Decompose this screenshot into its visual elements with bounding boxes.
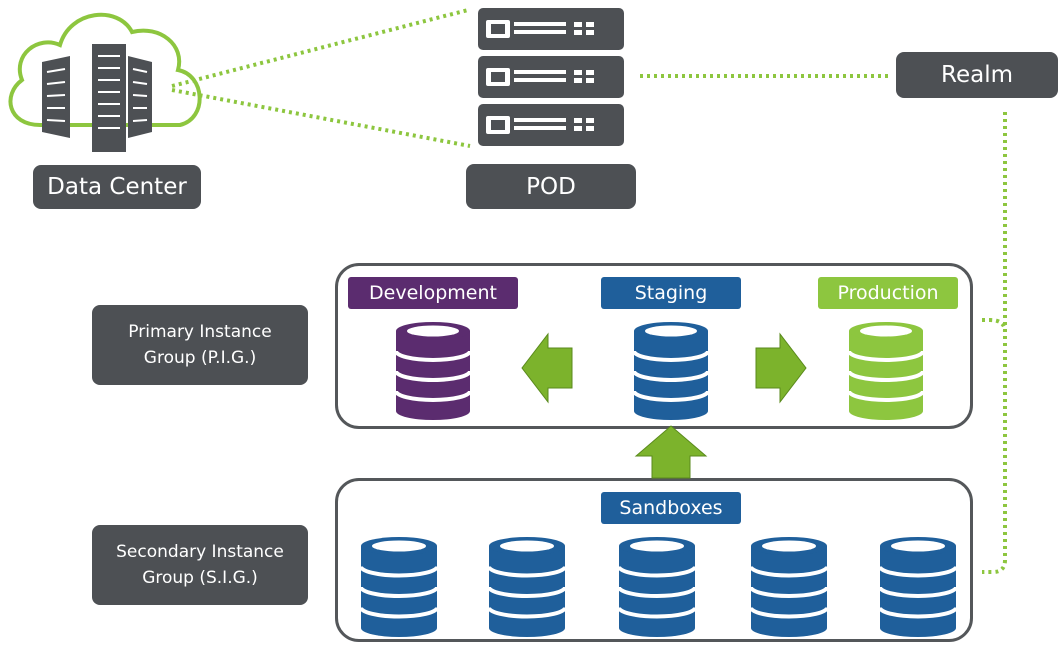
pig-label-line-1: Primary Instance xyxy=(128,322,272,342)
datacenter-pod-top-line xyxy=(171,8,469,88)
server-stack-icon xyxy=(478,8,624,146)
staging-tag-text: Staging xyxy=(634,282,708,304)
development-database-icon xyxy=(394,322,472,420)
datacenter-pod-bottom-line xyxy=(171,88,471,148)
staging-database-icon xyxy=(632,322,710,420)
production-tag-text: Production xyxy=(837,282,939,304)
sandbox-database-icon xyxy=(617,537,697,637)
arrow-icon xyxy=(521,332,573,404)
secondary-instance-group-label: Secondary Instance Group (S.I.G.) xyxy=(92,525,308,605)
realm-label-text: Realm xyxy=(941,62,1013,88)
sandbox-database-icon xyxy=(487,537,567,637)
production-tag: Production xyxy=(818,277,958,309)
staging-tag: Staging xyxy=(601,277,741,309)
realm-pig-line xyxy=(982,112,1007,574)
arrow-icon xyxy=(634,425,708,479)
sig-label-line-2: Group (S.I.G.) xyxy=(142,568,258,588)
pod-label-text: POD xyxy=(526,173,576,200)
pig-label-line-2: Group (P.I.G.) xyxy=(143,348,257,368)
sandboxes-tag: Sandboxes xyxy=(601,492,741,524)
realm-label: Realm xyxy=(896,52,1058,98)
arrow-icon xyxy=(755,332,807,404)
primary-instance-group-label: Primary Instance Group (P.I.G.) xyxy=(92,305,308,385)
sandboxes-tag-text: Sandboxes xyxy=(619,497,723,519)
pod-label: POD xyxy=(466,164,636,209)
cloud-server-rack-icon xyxy=(8,12,202,152)
sandbox-database-icon xyxy=(749,537,829,637)
development-tag-text: Development xyxy=(369,282,497,304)
sandbox-database-icon xyxy=(878,537,958,637)
data-center-label-text: Data Center xyxy=(47,174,187,200)
production-database-icon xyxy=(847,322,925,420)
development-tag: Development xyxy=(348,277,518,309)
data-center-label: Data Center xyxy=(33,165,201,209)
sandbox-database-icon xyxy=(359,537,439,637)
realm-pig-branch-line xyxy=(982,318,1007,333)
sig-label-line-1: Secondary Instance xyxy=(116,542,284,562)
